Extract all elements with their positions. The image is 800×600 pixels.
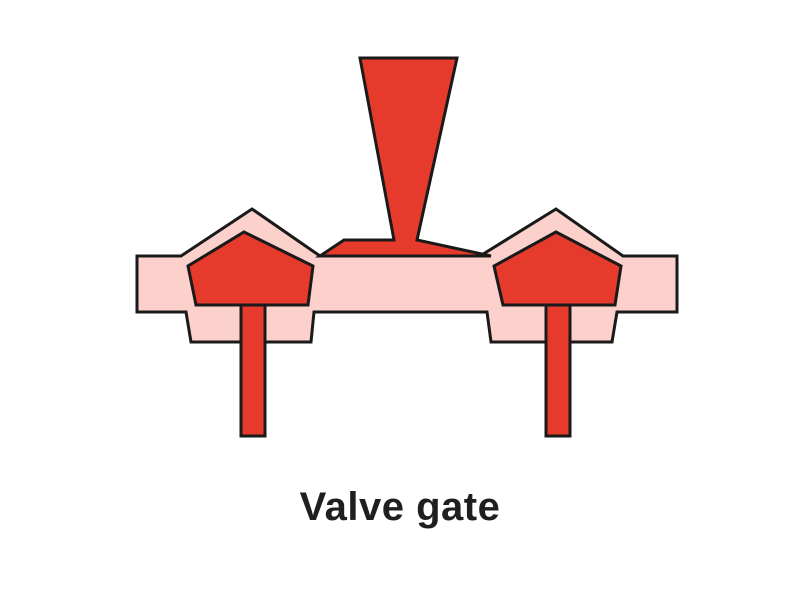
diagram-caption: Valve gate [299,485,501,529]
sprue [315,56,492,258]
right-valve-pin [544,303,572,438]
left-valve-pin [239,303,267,438]
